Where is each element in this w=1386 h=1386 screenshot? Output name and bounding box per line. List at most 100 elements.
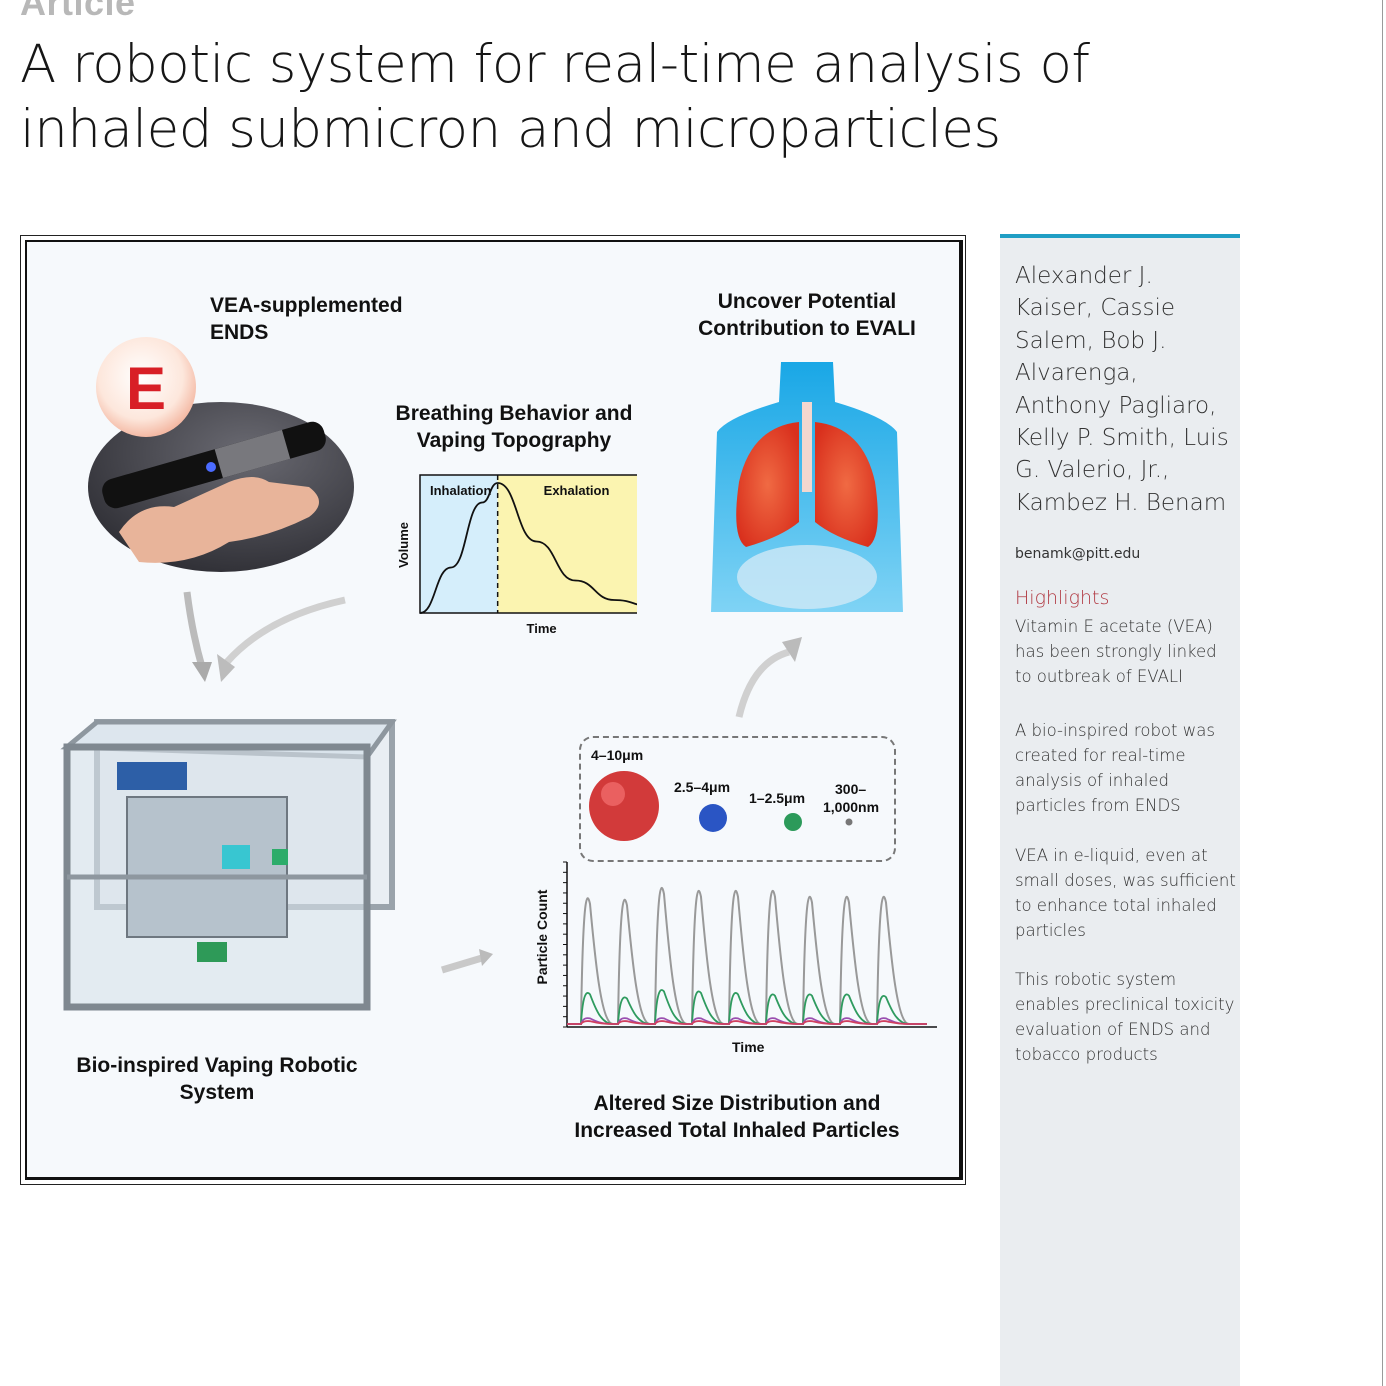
particle-size-legend (579, 736, 896, 862)
arrow-to-counts (440, 954, 484, 974)
breathing-label-line1: Breathing Behavior and (395, 402, 633, 425)
robot-label-line2: System (179, 1081, 255, 1104)
particle-small-icon (784, 813, 802, 831)
particle-count-chart: Time Particle Count (534, 861, 937, 1055)
right-lung (815, 422, 878, 547)
breath-x-label: Time (527, 621, 557, 636)
highlight-item: A bio-inspired robot was created for real… (1015, 718, 1237, 818)
author-line: Kaiser, Cassie (1015, 295, 1176, 322)
particle-size-label-4b: 1,000nm (823, 799, 879, 815)
particle-tiny-icon (845, 818, 853, 826)
altered-distribution-label: Altered Size Distribution and Increased … (547, 1090, 927, 1144)
lungs-illustration (711, 362, 903, 612)
highlight-line: Vitamin E acetate (VEA) (1015, 617, 1213, 636)
breathing-label: Breathing Behavior and Vaping Topography (379, 400, 649, 454)
robot-label-line1: Bio-inspired Vaping Robotic (76, 1054, 358, 1077)
highlight-line: small doses, was sufficient (1015, 871, 1236, 890)
corresponding-email[interactable]: benamk@pitt.edu (1015, 546, 1141, 562)
ecig-tank (214, 429, 291, 479)
left-lung (736, 422, 799, 547)
particle-medium-icon (699, 804, 727, 832)
highlight-line: This robotic system (1015, 970, 1177, 989)
hand-shape (119, 477, 319, 563)
vea-ends-label: VEA-supplemented ENDS (210, 292, 403, 346)
breath-region-1 (497, 475, 637, 613)
highlights-title: Highlights (1015, 587, 1110, 609)
breath-y-label: Volume (396, 522, 411, 568)
author-line: Kelly P. Smith, Luis (1015, 425, 1229, 452)
count-y-label: Particle Count (534, 889, 550, 984)
count-series-line (567, 989, 927, 1025)
altered-label-line1: Altered Size Distribution and (593, 1092, 881, 1115)
highlight-line: enables preclinical toxicity (1015, 995, 1235, 1014)
author-line: Alexander J. (1015, 263, 1153, 289)
page-title: A robotic system for real-time analysis … (20, 34, 1090, 160)
evali-label: Uncover Potential Contribution to EVALI (677, 288, 937, 342)
evali-label-line1: Uncover Potential (717, 290, 897, 313)
highlight-line: evaluation of ENDS and (1015, 1020, 1211, 1039)
breath-volume-curve (419, 482, 637, 614)
arrow-from-chart-head (217, 654, 235, 682)
arrow-to-lungs (735, 648, 791, 718)
highlight-line: A bio-inspired robot was (1015, 721, 1215, 740)
highlight-line: created for real-time (1015, 746, 1186, 765)
robot-green-board (197, 942, 227, 962)
author-line: G. Valerio, Jr., (1015, 457, 1170, 484)
particle-size-label-4a: 300– (835, 781, 866, 797)
vaping-robot-illustration (60, 719, 397, 1011)
highlight-item: This robotic system enables preclinical t… (1015, 967, 1237, 1067)
e-badge-circle (96, 337, 196, 437)
flow-arrows (183, 591, 802, 974)
evali-label-line2: Contribution to EVALI (698, 317, 916, 340)
robot-green-panel (272, 849, 288, 865)
arrow-down-left (183, 591, 206, 668)
arrow-to-lungs-head (782, 637, 802, 662)
page-edge-rule (1382, 0, 1383, 1386)
author-line: Kambez H. Benam (1015, 489, 1227, 516)
particle-size-label-2: 2.5–4μm (674, 779, 730, 795)
ecigarette-illustration: E (88, 337, 354, 572)
count-series-line (567, 1017, 927, 1025)
graphical-abstract: VEA-supplemented ENDS Breathing Behavior… (20, 235, 966, 1185)
altered-label-line2: Increased Total Inhaled Particles (574, 1119, 900, 1142)
breathing-label-line2: Vaping Topography (416, 429, 612, 452)
robot-cyan-panel (222, 845, 250, 869)
count-x-label: Time (732, 1039, 765, 1055)
robot-label: Bio-inspired Vaping Robotic System (57, 1052, 377, 1106)
abdomen-organs (737, 545, 877, 609)
vea-ends-label-line2: ENDS (210, 321, 269, 344)
breath-region-label: Exhalation (544, 483, 610, 498)
highlight-line: tobacco products (1015, 1045, 1158, 1064)
author-line: Anthony Pagliaro, (1015, 392, 1217, 419)
highlight-line: to outbreak of EVALI (1015, 667, 1183, 686)
highlight-line: VEA in e-liquid, even at (1015, 846, 1208, 865)
highlight-line: particles (1015, 921, 1086, 940)
highlight-line: has been strongly linked (1015, 642, 1217, 661)
highlight-item: VEA in e-liquid, even at small doses, was… (1015, 843, 1237, 943)
arrow-to-counts-head (479, 949, 493, 966)
highlight-line: particles from ENDS (1015, 796, 1181, 815)
count-series-line (567, 886, 927, 1025)
breath-region-label: Inhalation (430, 483, 491, 498)
e-badge-letter: E (126, 355, 166, 422)
robot-blue-module (117, 762, 187, 790)
particle-large-highlight (601, 782, 625, 806)
author-line: Salem, Bob J. (1015, 327, 1167, 354)
arrow-down-left-head (192, 662, 212, 682)
count-series-line (567, 1020, 927, 1025)
article-type-label: Article (20, 0, 136, 23)
breath-region-0 (420, 475, 498, 613)
highlight-item: Vitamin E acetate (VEA) has been strongly… (1015, 614, 1237, 689)
highlight-line: to enhance total inhaled (1015, 896, 1217, 915)
ecig-led (206, 462, 216, 472)
particle-large-icon (589, 771, 659, 841)
particle-size-label-1: 4–10μm (591, 747, 643, 763)
vea-ends-label-line1: VEA-supplemented (210, 294, 403, 317)
graphical-abstract-panel: VEA-supplemented ENDS Breathing Behavior… (25, 240, 963, 1180)
arrow-from-chart (224, 596, 346, 665)
robot-internal-block (126, 796, 288, 938)
author-line: Alvarenga, (1015, 360, 1138, 387)
